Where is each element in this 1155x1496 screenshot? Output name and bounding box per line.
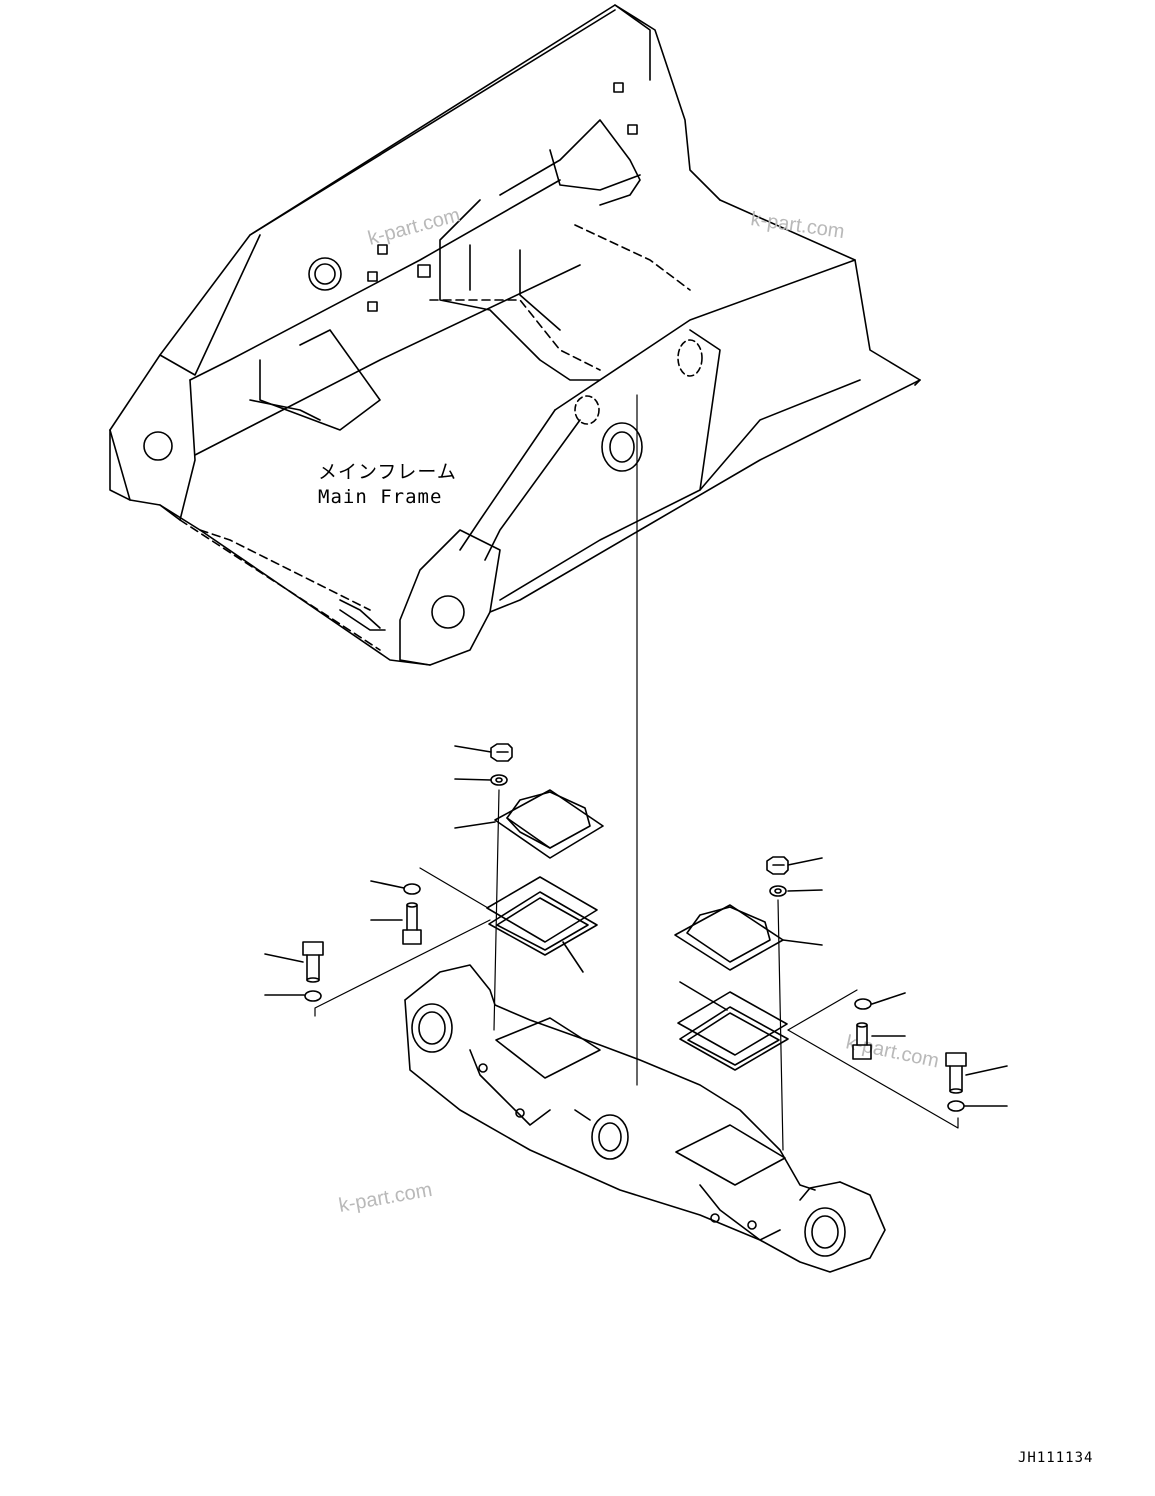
watermark: k-part.com <box>844 1031 941 1072</box>
track-frame-illustration <box>404 964 886 1273</box>
washer-icon <box>769 885 787 897</box>
shim-plate <box>486 876 598 943</box>
cushion-cover <box>494 789 604 859</box>
mount-seat-left <box>495 1017 601 1079</box>
bolt-icon <box>852 1022 872 1060</box>
left-mount-stack <box>264 743 604 1031</box>
washer-icon <box>304 990 322 1002</box>
rubber-pad <box>488 891 598 956</box>
nut-icon <box>490 743 513 762</box>
bolt-icon <box>302 941 324 983</box>
mount-hole-upper <box>308 257 342 291</box>
washer-icon <box>490 774 508 786</box>
mount-hole-left <box>143 431 173 461</box>
idler-hole <box>411 1003 453 1053</box>
frame-label-jp: メインフレーム <box>318 461 457 483</box>
bolt-icon <box>402 902 422 945</box>
cushion-cover <box>674 904 784 971</box>
frame-label-en: Main Frame <box>318 486 442 508</box>
watermark: k-part.com <box>749 208 846 243</box>
washer-icon <box>947 1100 965 1112</box>
bolt-icon <box>945 1052 967 1094</box>
rubber-pad <box>679 1006 789 1071</box>
nut-icon <box>766 856 789 875</box>
sprocket-hole <box>804 1207 846 1257</box>
right-mount-stack <box>674 856 1008 1151</box>
washer-icon <box>854 998 872 1010</box>
center-hole <box>591 1114 629 1160</box>
mount-hole-center <box>601 422 643 472</box>
mount-hole-front <box>431 595 465 629</box>
watermark: k-part.com <box>366 204 463 250</box>
washer-icon <box>403 883 421 895</box>
watermark: k-part.com <box>337 1179 434 1217</box>
drawing-code: JH111134 <box>1018 1450 1093 1466</box>
main-frame-illustration <box>109 4 921 666</box>
mount-seat-right <box>675 1124 786 1186</box>
